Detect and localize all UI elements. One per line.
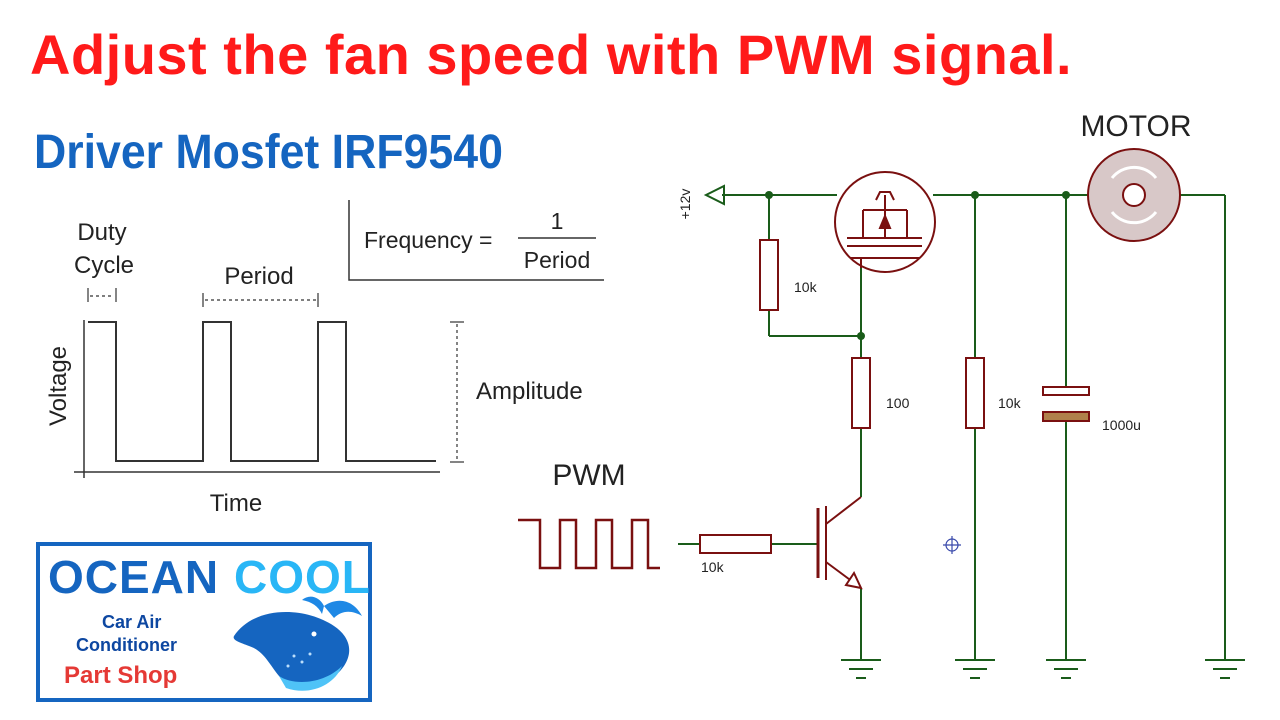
period-label: Period	[224, 263, 293, 290]
label-r-gate: 100	[886, 395, 910, 411]
resistor-bleed	[965, 357, 985, 429]
mosfet-symbol	[834, 171, 936, 273]
logo-line-1: Car Air	[102, 612, 162, 632]
resistor-gate	[851, 357, 871, 429]
waveform-diagram	[74, 200, 604, 478]
formula-denominator: Period	[524, 247, 590, 273]
amplitude-label: Amplitude	[476, 378, 583, 405]
motor-label: MOTOR	[1080, 110, 1191, 143]
voltage-axis-label: Voltage	[45, 346, 72, 426]
label-capacitor: 1000u	[1102, 417, 1141, 433]
page-subtitle: Driver Mosfet IRF9540	[34, 126, 503, 179]
whale-logo-icon	[233, 596, 362, 691]
motor-symbol	[1087, 148, 1181, 242]
pwm-waveform	[88, 321, 436, 462]
crosshair-icon	[943, 536, 961, 554]
resistor-gate-pullup	[759, 239, 779, 311]
logo-word-ocean: OCEAN	[48, 551, 220, 603]
label-r-bleed: 10k	[998, 395, 1022, 411]
npn-transistor-symbol	[816, 496, 863, 590]
logo-line-3: Part Shop	[64, 662, 178, 689]
resistor-base	[699, 534, 772, 554]
logo-line-2: Conditioner	[76, 635, 177, 655]
page-title: Adjust the fan speed with PWM signal.	[30, 23, 1073, 86]
junction-dots	[765, 191, 1070, 340]
ocean-cool-logo: OCEAN COOL Car Air Conditioner Part Shop	[36, 542, 372, 702]
label-r-gate-pullup: 10k	[794, 279, 818, 295]
pwm-label: PWM	[552, 459, 625, 492]
pwm-input-signal	[518, 518, 660, 570]
duty-cycle-label: Duty	[77, 219, 126, 246]
supply-label: +12v	[677, 189, 693, 220]
ground-symbols	[841, 659, 1245, 679]
formula-numerator: 1	[551, 208, 564, 234]
time-axis-label: Time	[210, 490, 262, 517]
supply-arrow-icon	[703, 184, 725, 206]
capacitor-symbol	[1042, 386, 1090, 422]
label-r-base: 10k	[701, 559, 725, 575]
duty-cycle-label-2: Cycle	[74, 252, 134, 279]
circuit-wires	[678, 194, 1226, 660]
logo-word-cool: COOL	[234, 551, 371, 603]
formula-lhs: Frequency =	[364, 227, 493, 253]
